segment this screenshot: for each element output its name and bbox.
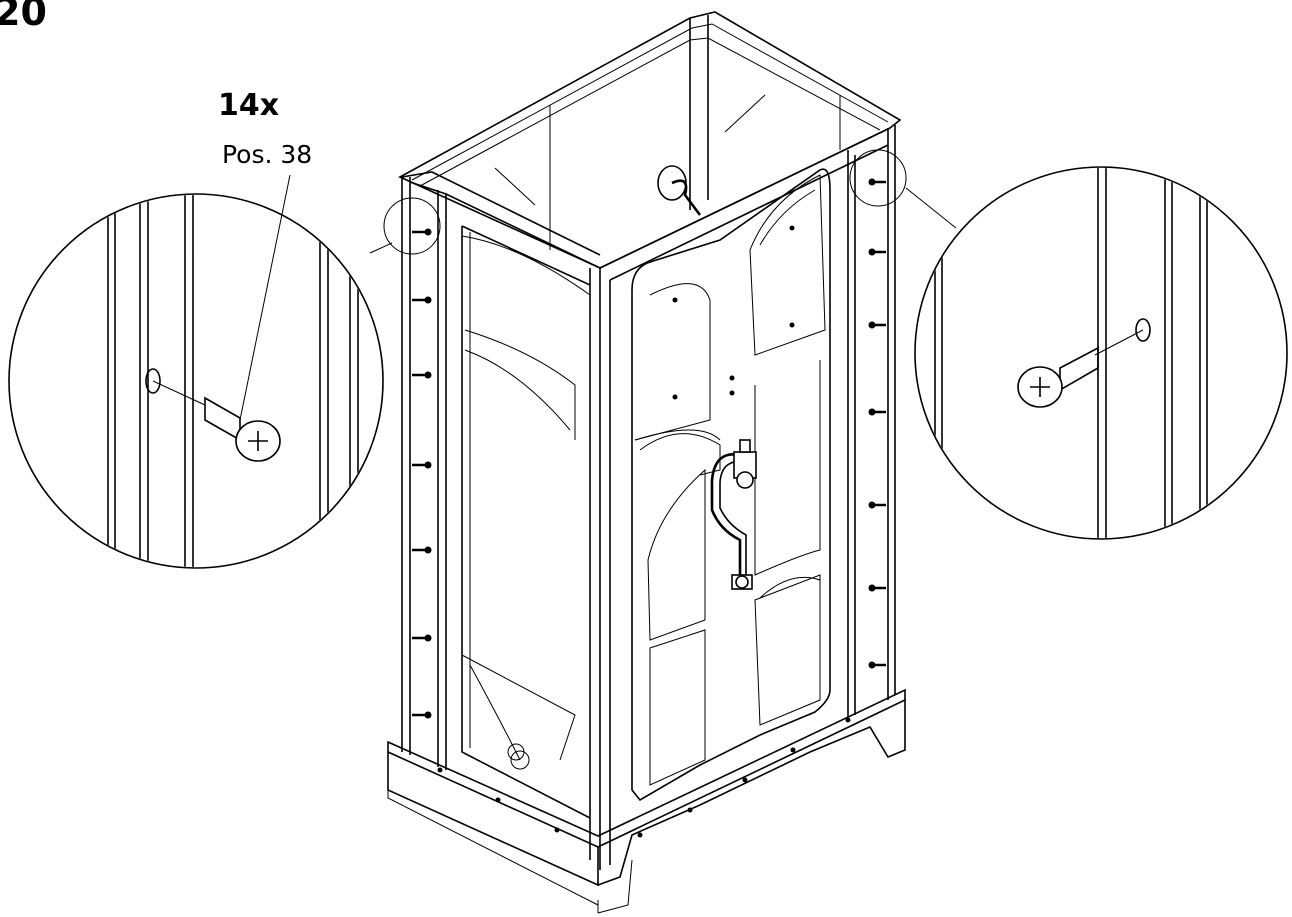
part-label: Pos. 38 bbox=[222, 140, 313, 169]
right-screw-row bbox=[868, 178, 886, 669]
shower-cabin-icon bbox=[383, 11, 907, 914]
left-screw-row bbox=[412, 228, 432, 719]
quantity-label: 14x bbox=[218, 88, 280, 123]
screw-detail-magnifier-left bbox=[8, 174, 393, 569]
step-number: 20 bbox=[0, 0, 47, 34]
screw-detail-magnifier-right bbox=[905, 166, 1288, 540]
